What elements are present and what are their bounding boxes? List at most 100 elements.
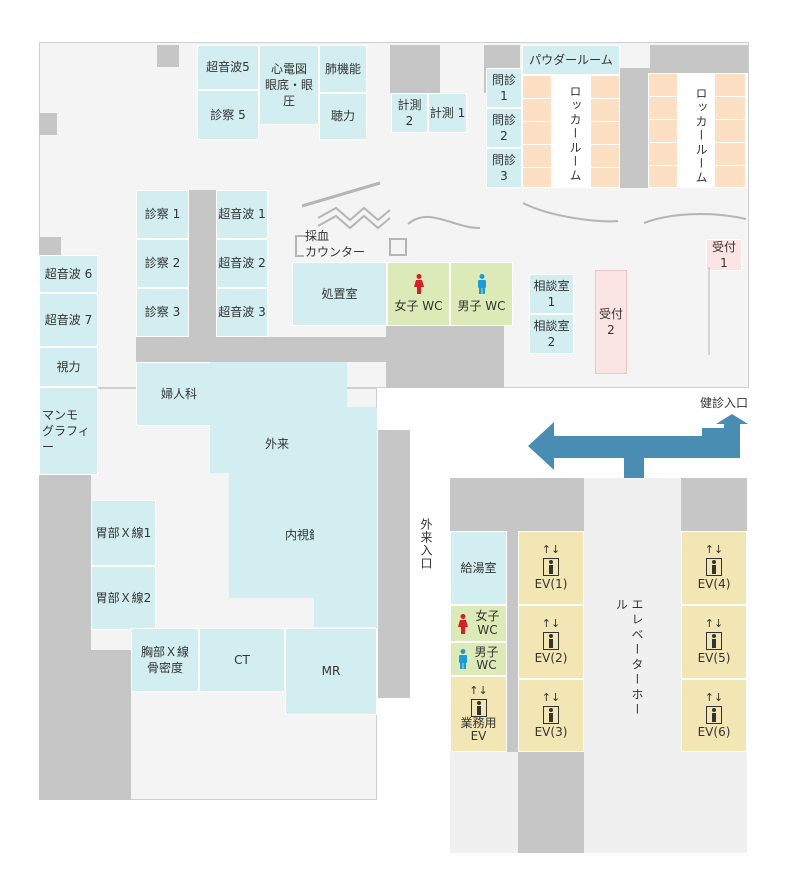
room-ultrasound6[interactable]: 超音波 6 [39,255,98,293]
locker-room-b[interactable]: ロッカールーム [648,73,748,188]
room-label: 超音波 3 [218,305,266,320]
wc-label: 女子 WC [394,298,443,313]
elevator-label: EV(6) [697,724,731,739]
room-label: パウダールーム [529,52,613,67]
room-interview2[interactable]: 問診 2 [486,108,522,148]
reception2[interactable]: 受付 2 [595,270,627,374]
female-person-icon [413,273,424,294]
elevator-label: EV(3) [534,724,568,739]
elevator-block-lower-right [681,752,747,853]
room-label: 心電図 眼底・眼圧 [264,61,313,109]
room-gyn[interactable]: 婦人科 [136,362,222,426]
corridor-gap [396,388,749,480]
elevator-4[interactable]: ↑↓ EV(4) [681,531,747,605]
outpatient-label: 外来 [265,437,290,451]
wc-female[interactable]: 女子 WC [387,262,450,326]
room-measure1[interactable]: 計測 1 [428,93,467,133]
up-down-icon: ↑↓ [469,684,488,698]
room-ultrasound5[interactable]: 超音波5 [197,45,259,90]
elevator-3[interactable]: ↑↓ EV(3) [518,679,584,752]
up-down-icon: ↑↓ [704,690,724,704]
room-label: 超音波 1 [218,207,266,222]
reception1[interactable]: 受付 1 [706,239,742,271]
checkup-entrance-label[interactable]: 健診入口 [700,396,749,410]
wc-male-2[interactable]: 男子 WC [450,642,507,676]
room-counsel1[interactable]: 相談室1 [529,274,574,314]
wall-block [39,113,57,135]
room-label: 胃部Ｘ線2 [95,590,152,605]
locker-col [648,73,678,188]
room-mammo[interactable]: マンモ グラフィー [39,387,98,475]
room-kyuto[interactable]: 給湯室 [450,531,507,605]
up-down-icon: ↑↓ [541,543,561,557]
elevator-5[interactable]: ↑↓ EV(5) [681,605,747,679]
room-label: 問診 1 [491,72,516,103]
elevator-label: EV(5) [697,651,731,666]
room-label: 問診 2 [491,112,516,143]
elevator-label: EV(2) [534,651,568,666]
room-treatment[interactable]: 処置室 [292,262,387,326]
room-label: 給湯室 [460,560,497,575]
locker-room-a[interactable]: ロッカールーム [522,75,620,188]
wall-block [91,650,131,800]
up-down-icon: ↑↓ [541,690,561,704]
elevator-hall[interactable] [584,478,681,853]
room-ultrasound1[interactable]: 超音波 1 [216,190,268,239]
wc-female-2[interactable]: 女子 WC [450,605,507,642]
room-ecg-eye[interactable]: 心電図 眼底・眼圧 [259,45,319,125]
room-mr[interactable]: MR [285,628,377,715]
wall-block [39,475,91,800]
wall-block [518,752,584,853]
room-xray1[interactable]: 胃部Ｘ線1 [91,500,156,566]
wc-label: 女子 WC [475,609,500,637]
elevator-label: EV(1) [534,577,568,592]
wall-block [650,45,748,73]
room-xray2[interactable]: 胃部Ｘ線2 [91,566,156,630]
room-measure2[interactable]: 計測 2 [391,93,428,133]
room-interview1[interactable]: 問診 1 [486,68,522,108]
room-consult2[interactable]: 診察 2 [136,239,189,288]
locker-col [522,75,552,188]
wc-male[interactable]: 男子 WC [450,262,513,326]
room-vision[interactable]: 視力 [39,347,98,387]
room-ultrasound2[interactable]: 超音波 2 [216,239,268,288]
blood-counter-outline [295,181,481,257]
room-label: 肺機能 [324,61,361,76]
elevator-person-icon [543,632,559,651]
male-person-icon [477,273,486,294]
room-ultrasound7[interactable]: 超音波 7 [39,293,98,347]
room-label: CT [234,652,250,667]
elevator-person-icon [543,705,559,724]
room-ct[interactable]: CT [199,628,285,692]
female-person-icon [458,613,469,634]
room-consult3[interactable]: 診察 3 [136,288,189,337]
elevator-person-icon [706,705,722,724]
elevator-person-icon [470,699,487,718]
room-powder[interactable]: パウダールーム [522,45,620,75]
room-ultrasound3[interactable]: 超音波 3 [216,288,268,337]
elevator-1[interactable]: ↑↓ EV(1) [518,531,584,605]
room-label: 内視鏡 [284,528,321,543]
service-elevator[interactable]: ↑↓ 業務用 EV [450,676,507,752]
room-label: 業務用 EV [460,716,497,744]
elevator-hall-label: エレベーターホール [614,598,644,718]
locker-room-label: ロッカールーム [694,87,708,185]
room-consult5[interactable]: 診察 5 [197,90,259,140]
elevator-2[interactable]: ↑↓ EV(2) [518,605,584,679]
room-endoscopy-ext [314,524,377,627]
locker-col [590,75,620,188]
room-label: 診察 2 [144,256,181,271]
outpatient-entrance-label[interactable]: 外来入口 [419,518,433,570]
room-chest[interactable]: 胸部Ｘ線 骨密度 [131,628,199,692]
room-interview3[interactable]: 問診 3 [486,148,522,188]
room-label: 超音波 6 [44,266,93,281]
wall-block [620,68,650,188]
room-hearing[interactable]: 聴力 [319,93,367,140]
blood-counter-label[interactable]: 採血 カウンター [305,229,366,259]
room-label: 診察 1 [144,207,181,222]
room-label: 受付 1 [711,239,736,270]
room-consult1[interactable]: 診察 1 [136,190,189,239]
elevator-6[interactable]: ↑↓ EV(6) [681,679,747,752]
room-lung[interactable]: 肺機能 [319,45,367,93]
room-counsel2[interactable]: 相談室 2 [529,314,574,354]
